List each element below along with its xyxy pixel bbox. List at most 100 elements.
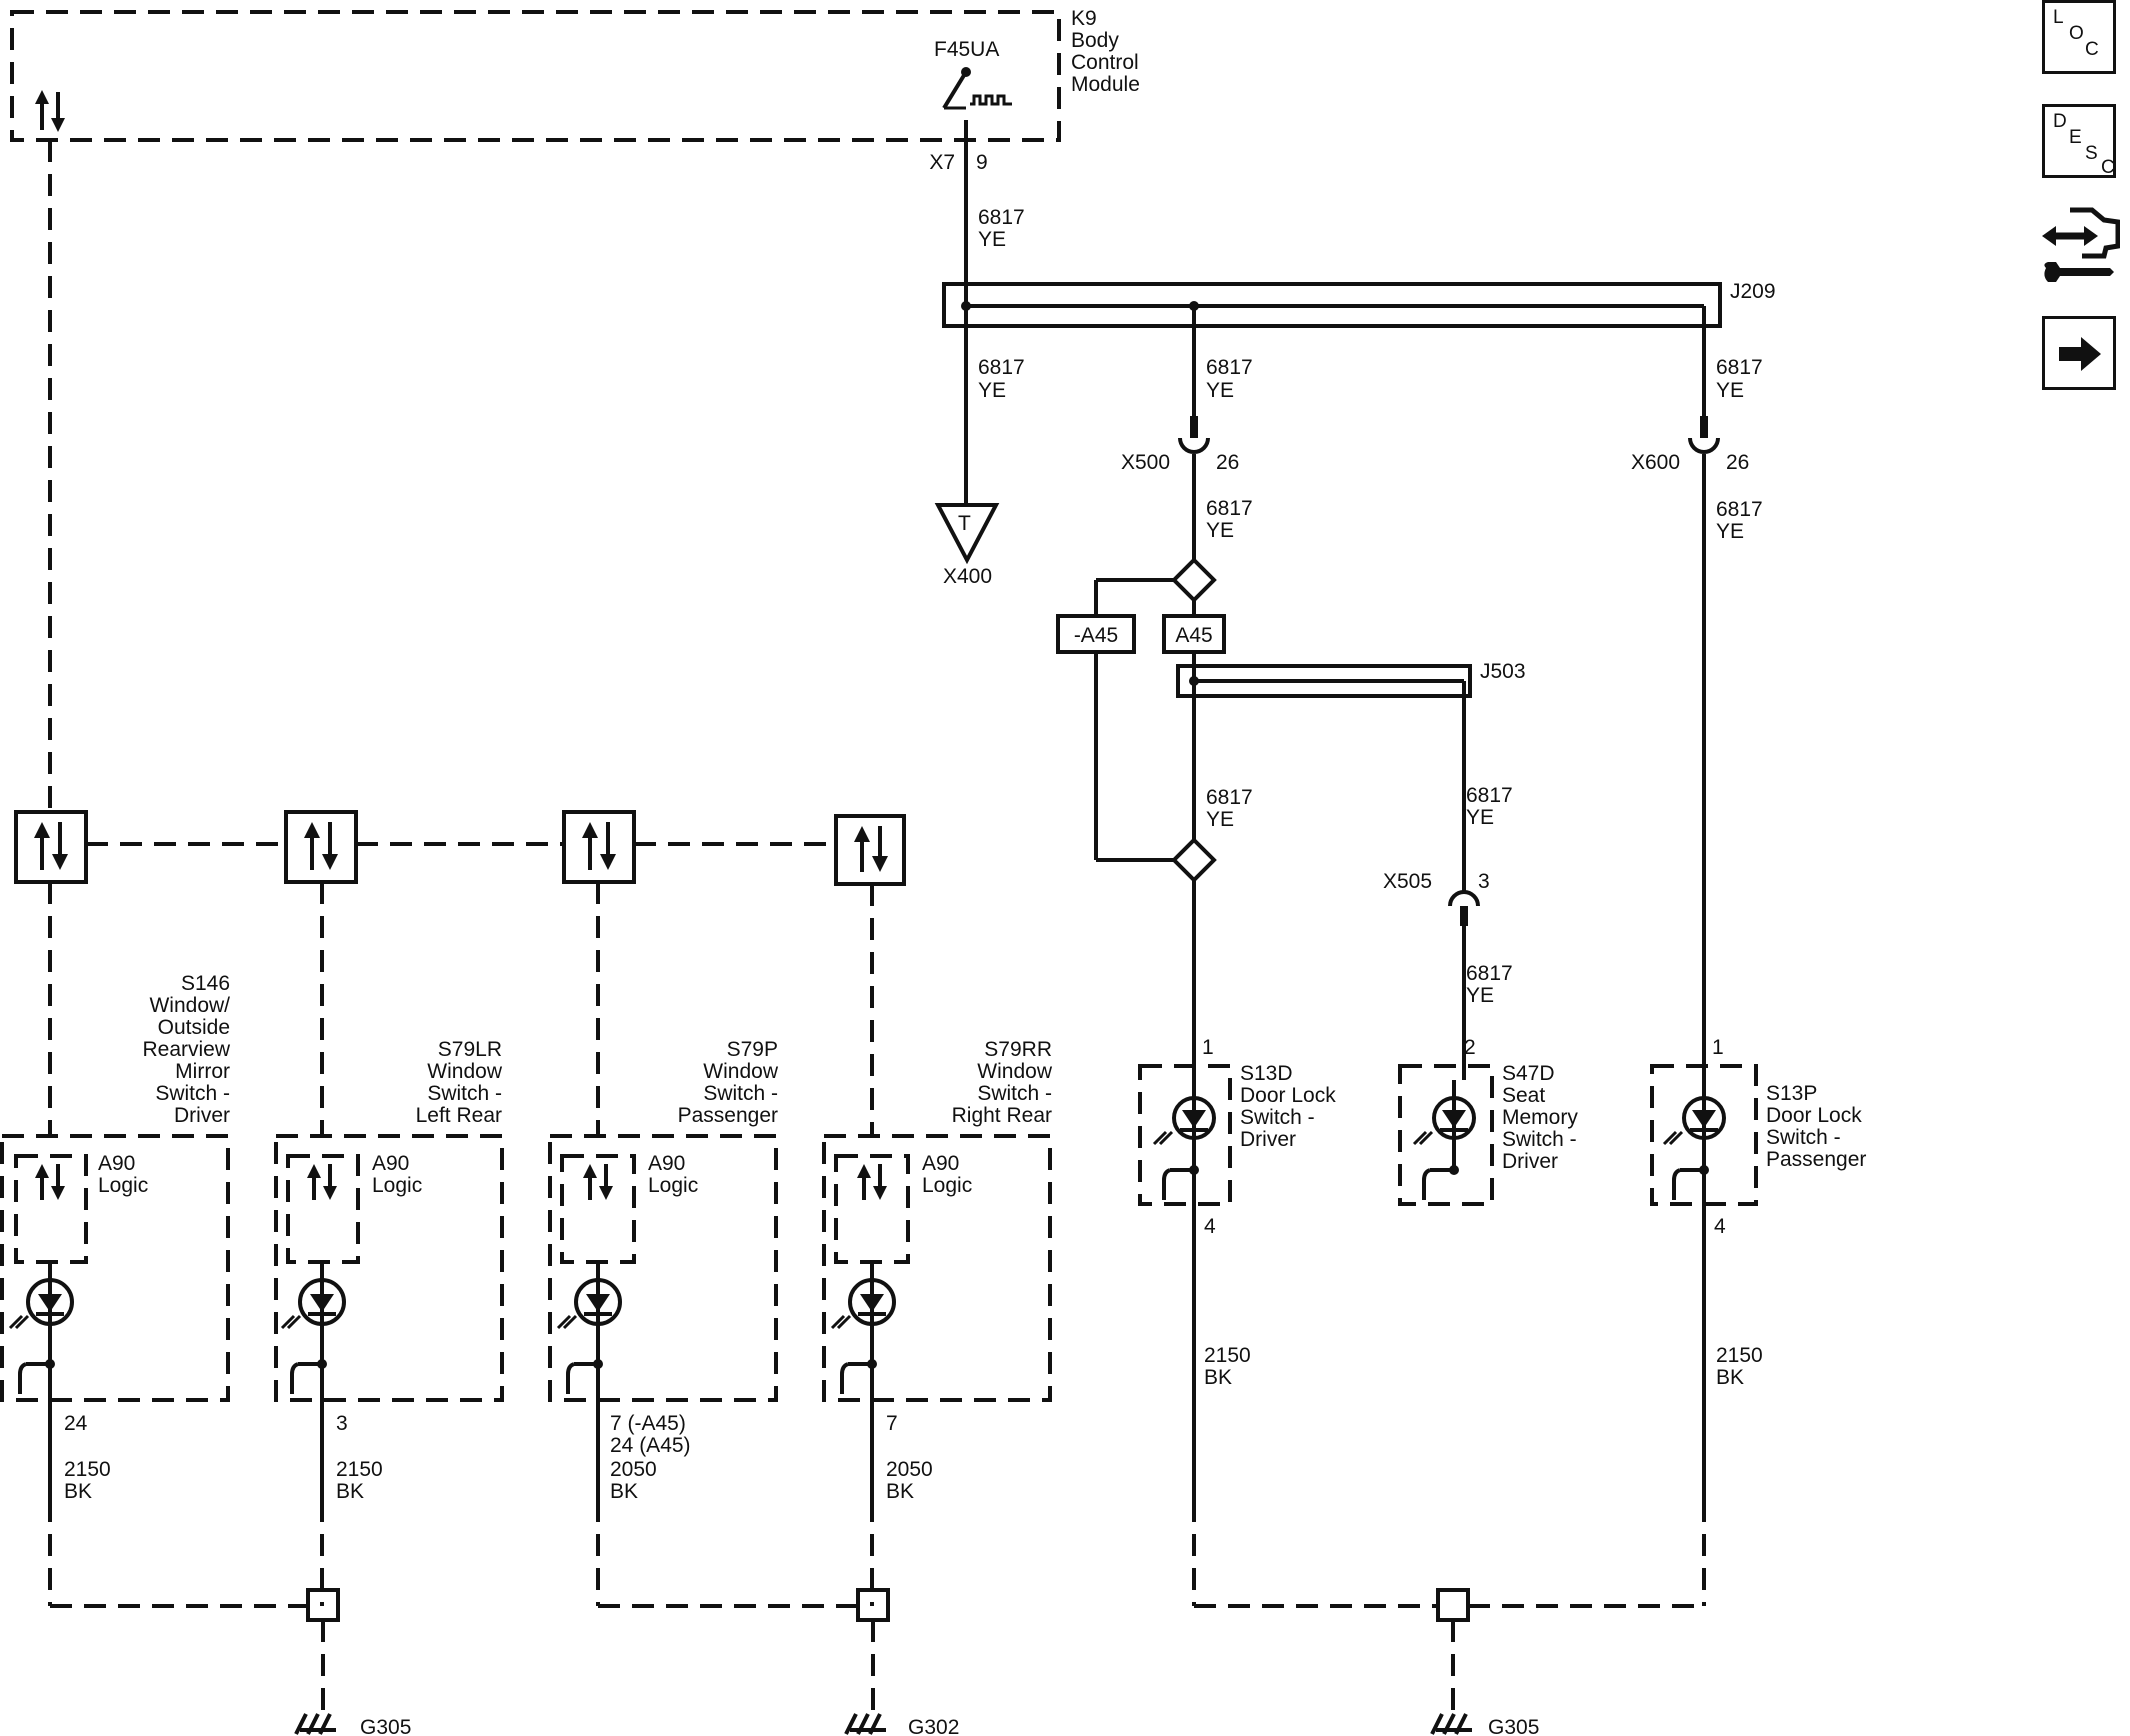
pin-label: 4	[1204, 1215, 1216, 1238]
led-icon	[1662, 1096, 1726, 1146]
wire-color-label: YE	[1206, 519, 1234, 542]
serial-data-icon	[284, 810, 358, 884]
wire-color-label: YE	[1716, 520, 1744, 543]
logic-ref: A90	[372, 1152, 409, 1175]
wire-color-label: YE	[978, 228, 1006, 251]
logic-block	[560, 1154, 636, 1264]
ground-label: G305	[360, 1716, 411, 1736]
wire-circuit-label: 2150	[1204, 1344, 1251, 1367]
switch-contact-icon	[1672, 1165, 1709, 1200]
splice-pack-j503: J503	[1176, 660, 1526, 698]
component-ref: S79LR	[438, 1038, 502, 1061]
wire-color-label: BK	[1716, 1366, 1744, 1389]
wire-circuit-label: 6817	[1466, 784, 1513, 807]
pin-label: 26	[1726, 451, 1749, 474]
wire-color-label: BK	[610, 1480, 638, 1503]
component-name-line: Driver	[174, 1104, 230, 1127]
logic-label: Logic	[98, 1174, 148, 1197]
component-boundary	[822, 1134, 1052, 1402]
serial-data-icon	[562, 810, 636, 884]
pin-label: 26	[1216, 451, 1239, 474]
wire-color-label: BK	[336, 1480, 364, 1503]
component-name-line: Left Rear	[416, 1104, 502, 1127]
wire-color-label: YE	[978, 379, 1006, 402]
component-name-line: Door Lock	[1240, 1084, 1336, 1107]
wire-color-label: YE	[1206, 379, 1234, 402]
connector-wrench-icon	[2042, 207, 2121, 282]
logic-ref: A90	[98, 1152, 135, 1175]
inline-connector-x505: X505 3	[1383, 870, 1490, 926]
logic-ref: A90	[922, 1152, 959, 1175]
logic-block	[14, 1154, 88, 1264]
pin-label: 1	[1712, 1036, 1724, 1059]
led-icon	[556, 1278, 622, 1330]
module-ref: K9	[1071, 7, 1097, 30]
led-icon	[280, 1278, 346, 1330]
component-name-line: Switch -	[703, 1082, 778, 1105]
window-switch-right-rear: S79RR Window Switch - Right Rear A90 Log…	[822, 1038, 1053, 1503]
serial-data-icon	[834, 814, 906, 886]
switch-contact-icon	[18, 1359, 55, 1394]
wire-color-label: YE	[1206, 808, 1234, 831]
component-boundary	[1650, 1064, 1758, 1206]
ground-icon	[294, 1713, 336, 1735]
pin-label: 9	[976, 151, 988, 174]
next-page-button[interactable]	[2042, 316, 2116, 390]
description-letter: C	[2101, 157, 2115, 178]
output-label: F45UA	[934, 38, 999, 61]
wire-circuit-label: 6817	[1206, 497, 1253, 520]
option-box-a45: A45	[1162, 614, 1226, 654]
pin-label: 7 (-A45)	[610, 1412, 686, 1435]
ground-network-right: G305	[1192, 1500, 1706, 1736]
component-name-line: Window	[977, 1060, 1053, 1083]
logic-block	[834, 1154, 910, 1264]
location-button[interactable]: L O C	[2042, 0, 2116, 74]
ground-icon	[1430, 1713, 1472, 1735]
wire-circuit-label: 6817	[1206, 356, 1253, 379]
component-boundary	[0, 1134, 230, 1402]
option-join-diamond	[1171, 837, 1217, 883]
wire-color-label: BK	[64, 1480, 92, 1503]
wire-circuit-label: 6817	[1466, 962, 1513, 985]
wire-circuit-label: 2050	[610, 1458, 657, 1481]
door-lock-switch-driver: 1 S13D Door Lock Switch - Driver 4	[1138, 1036, 1336, 1238]
connector-label: X7	[929, 151, 955, 174]
pin-label: 3	[336, 1412, 348, 1435]
switch-contact-icon	[1422, 1080, 1459, 1200]
component-name-line: Switch -	[1766, 1126, 1841, 1149]
serial-data-icon	[857, 1164, 887, 1200]
option-split-diamond	[1171, 557, 1217, 603]
led-icon	[1152, 1096, 1216, 1146]
wire-circuit-label: 6817	[978, 356, 1025, 379]
pin-label: 3	[1478, 870, 1490, 893]
led-icon	[8, 1278, 74, 1330]
component-name-line: Outside	[158, 1016, 230, 1039]
component-name-line: Window	[703, 1060, 779, 1083]
ground-label: G305	[1488, 1716, 1539, 1736]
inline-connector-x600: X600 26	[1631, 416, 1749, 474]
component-name-line: Window	[427, 1060, 503, 1083]
output-driver-icon	[942, 67, 1012, 110]
component-boundary	[1138, 1064, 1232, 1206]
component-name-line: Right Rear	[952, 1104, 1052, 1127]
serial-data-icon	[14, 810, 88, 884]
splice-label: J209	[1730, 280, 1776, 303]
wire-circuit-label: 2150	[336, 1458, 383, 1481]
ground-label: G302	[908, 1716, 959, 1736]
description-button[interactable]: D E S C	[2042, 104, 2116, 178]
connector-wrench-button[interactable]	[2040, 206, 2121, 292]
seat-memory-switch-driver: 2 S47D Seat Memory Switch - Driver	[1398, 1036, 1578, 1206]
module-name-line: Module	[1071, 73, 1140, 96]
led-icon	[830, 1278, 896, 1330]
wire-color-label: YE	[1466, 806, 1494, 829]
logic-label: Logic	[922, 1174, 972, 1197]
component-ref: S13P	[1766, 1082, 1817, 1105]
component-ref: S13D	[1240, 1062, 1293, 1085]
test-point-symbol: T	[958, 512, 971, 535]
option-label: -A45	[1074, 624, 1118, 647]
body-control-module: K9 Body Control Module F45UA X7 9	[10, 7, 1140, 174]
switch-contact-icon	[1162, 1165, 1199, 1200]
component-name-line: Door Lock	[1766, 1104, 1862, 1127]
connector-label: X505	[1383, 870, 1432, 893]
module-name-line: Control	[1071, 51, 1139, 74]
